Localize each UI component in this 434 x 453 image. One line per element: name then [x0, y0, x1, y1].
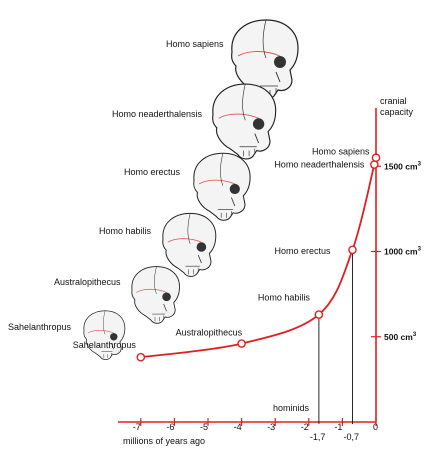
data-point	[314, 310, 324, 319]
skull-neanderthal-icon	[212, 83, 277, 160]
y-tick-label: 1000 cm3	[384, 247, 422, 257]
x-tick-label: -5	[200, 422, 208, 432]
x-tick-label: 0	[373, 422, 378, 432]
data-point	[348, 245, 357, 255]
skull-label-sapiens: Homo sapiens	[166, 39, 224, 49]
data-point	[237, 339, 246, 348]
skull-label-sahelanthropus: Sahelanthropus	[8, 322, 72, 332]
skull-label-erectus: Homo erectus	[124, 167, 181, 177]
skull-erectus-icon	[193, 152, 251, 221]
y-tick-label: 500 cm3	[384, 332, 417, 342]
skull-sahelanthropus-icon	[83, 310, 126, 360]
y-ticks: 500 cm3 1000 cm3 1500 cm3	[371, 161, 422, 342]
marker-lines: -1,7 -0,7	[310, 249, 359, 442]
y-tick-label: 1500 cm3	[384, 161, 422, 171]
x-tick-label: -4	[234, 422, 242, 432]
skull-label-neanderthal: Homo neaderthalensis	[112, 109, 203, 119]
data-point-labels: Sahelanthropus Australopithecus Homo habil…	[73, 147, 370, 350]
data-point-label: Australopithecus	[176, 328, 243, 338]
y-tick-unit: 3	[418, 247, 422, 253]
y-axis-title-line1: cranial	[380, 96, 407, 106]
x-tick-label: -7	[133, 422, 141, 432]
skull-australopithecus-icon	[131, 266, 180, 324]
x-tick-label: -2	[301, 422, 309, 432]
skull-illustrations	[83, 19, 299, 360]
x-tick-label: -1	[334, 422, 342, 432]
hominids-label: hominids	[273, 403, 310, 413]
skull-labels: Homo sapiens Homo neaderthalensis Homo e…	[8, 39, 224, 332]
data-point-label: Homo habilis	[258, 293, 311, 303]
skull-label-australopithecus: Australopithecus	[54, 277, 121, 287]
skull-habilis-icon	[162, 212, 217, 277]
data-points	[136, 153, 381, 362]
marker-label: -0,7	[343, 432, 359, 442]
y-tick-unit: 3	[413, 332, 417, 338]
skull-label-habilis: Homo habilis	[99, 226, 152, 236]
data-point-label: Homo sapiens	[312, 147, 370, 157]
data-point-label: Sahelanthropus	[73, 340, 137, 350]
marker-label: -1,7	[310, 432, 326, 442]
x-tick-label: -6	[166, 422, 174, 432]
y-tick-unit: 3	[418, 161, 422, 167]
y-axis-title-line2: capacity	[380, 107, 414, 117]
data-point	[370, 160, 379, 169]
x-ticks: -7 -6 -5 -4 -3 -2 -1 0	[133, 418, 378, 432]
data-point-label: Homo erectus	[274, 246, 331, 256]
x-axis-title: millions of years ago	[123, 436, 205, 446]
data-point-label: Homo neaderthalensis	[274, 160, 365, 170]
x-tick-label: -3	[267, 422, 275, 432]
data-point	[371, 153, 381, 163]
data-point	[136, 352, 146, 362]
